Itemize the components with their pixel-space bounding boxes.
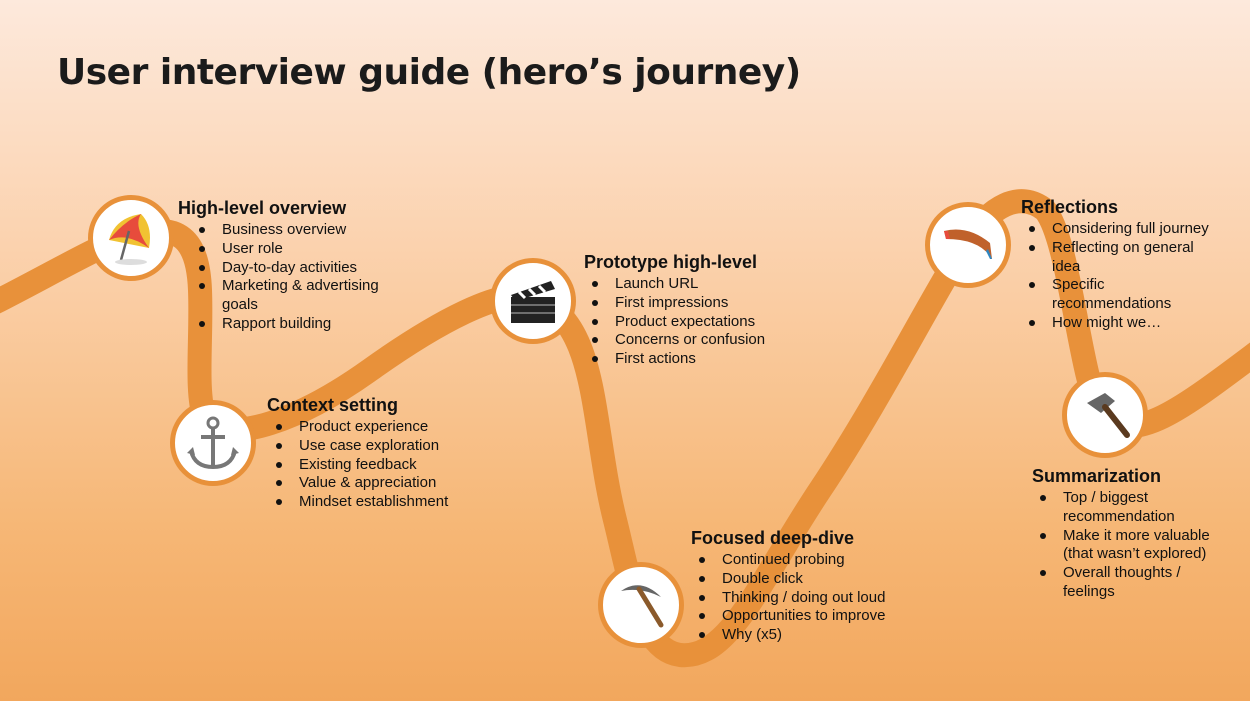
list-item: Considering full journey [1029,220,1246,239]
hammer-icon [1062,372,1148,458]
list-item: Use case exploration [276,437,495,456]
list-item: Product expectations [592,313,804,332]
stage-heading: Reflections [1021,197,1119,217]
list-item: Value & appreciation [276,474,495,493]
anchor-icon [170,400,256,486]
stage-heading: Prototype high-level [584,252,758,272]
boomerang-icon [925,202,1011,288]
list-item: Why (x5) [699,626,931,645]
list-item: Specific recommendations [1029,276,1192,314]
list-item: Top / biggest recommendation [1040,489,1203,527]
list-item: User role [199,240,418,259]
list-item: Mindset establishment [276,493,495,512]
stage-heading: Summarization [1032,466,1162,486]
stage-heading: Context setting [267,395,399,415]
list-item: Continued probing [699,551,931,570]
page-title: User interview guide (hero’s journey) [57,52,801,93]
list-item: Product experience [276,418,495,437]
stage-items: Product experience Use case exploration … [255,418,495,512]
stage-heading: Focused deep-dive [691,528,855,548]
umbrella-icon [88,195,174,281]
pickaxe-icon [598,562,684,648]
list-item: Rapport building [199,315,418,334]
list-item: Concerns or confusion [592,331,804,350]
stage-focused-deep-dive: Focused deep-dive Continued probing Doub… [691,528,931,645]
stage-context-setting: Context setting Product experience Use c… [255,395,495,512]
stage-items: Top / biggest recommendation Make it mor… [1032,489,1244,602]
list-item: Make it more valuable (that wasn’t explo… [1040,527,1238,565]
list-item: Opportunities to improve [699,607,931,626]
list-item: Thinking / doing out loud [699,589,931,608]
list-item: Reflecting on general idea [1029,239,1212,277]
list-item: Business overview [199,221,418,240]
list-item: Overall thoughts / feelings [1040,564,1203,602]
list-item: First actions [592,350,804,369]
stage-prototype-high-level: Prototype high-level Launch URL First im… [584,252,804,369]
stage-heading: High-level overview [178,198,347,218]
clapperboard-icon [490,258,576,344]
stage-items: Launch URL First impressions Product exp… [584,275,804,369]
stage-high-level-overview: High-level overview Business overview Us… [178,198,418,334]
stage-reflections: Reflections Considering full journey Ref… [1021,197,1246,333]
list-item: First impressions [592,294,804,313]
list-item: Double click [699,570,931,589]
list-item: Marketing & advertising goals [199,277,392,315]
stage-summarization: Summarization Top / biggest recommendati… [1032,466,1244,602]
stage-items: Considering full journey Reflecting on g… [1021,220,1246,333]
list-item: Existing feedback [276,456,495,475]
list-item: How might we… [1029,314,1246,333]
list-item: Day-to-day activities [199,259,418,278]
list-item: Launch URL [592,275,804,294]
stage-items: Business overview User role Day-to-day a… [178,221,418,334]
stage-items: Continued probing Double click Thinking … [691,551,931,645]
